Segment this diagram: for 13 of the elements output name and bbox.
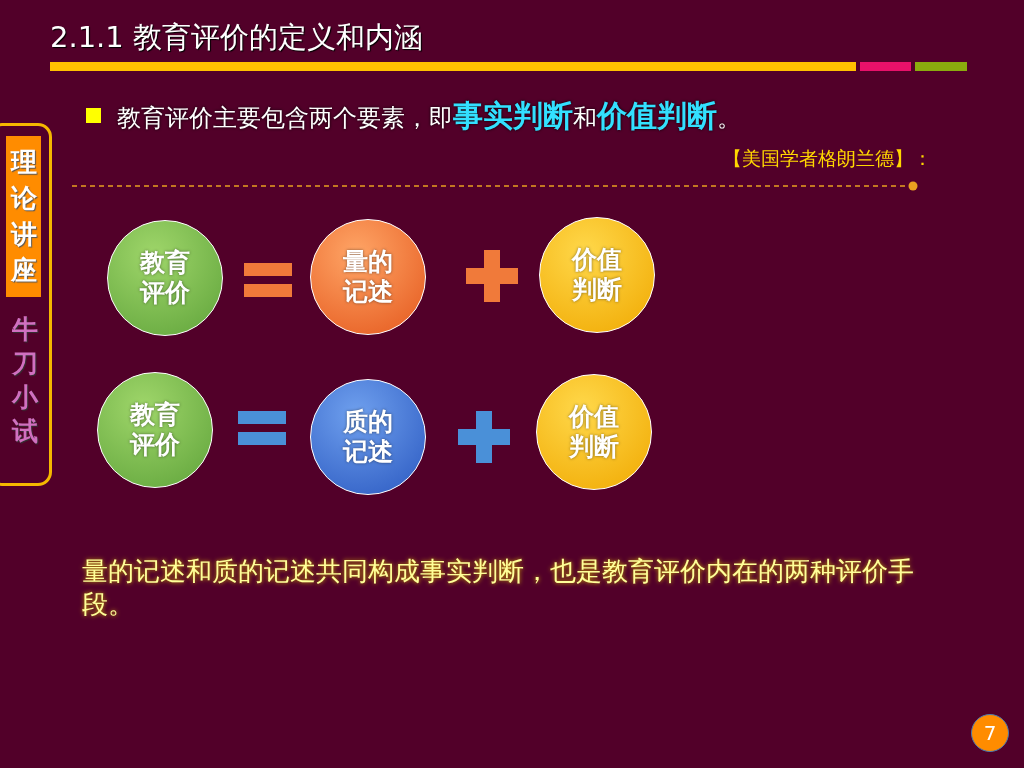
concept-circle: 价值判断: [536, 374, 652, 490]
concept-circle: 教育评价: [107, 220, 223, 336]
source-note: 【美国学者格朗兰德】：: [723, 146, 932, 171]
slide-title: 2.1.1 教育评价的定义和内涵: [50, 19, 423, 56]
concept-circle: 质的记述: [310, 379, 426, 495]
page-number: 7: [971, 714, 1009, 752]
concept-circle: 教育评价: [97, 372, 213, 488]
concept-circle: 量的记述: [310, 219, 426, 335]
summary-text: 量的记述和质的记述共同构成事实判断，也是教育评价内在的两种评价手段。: [82, 555, 915, 621]
sidebar-tab: 理论讲座: [6, 136, 41, 297]
concept-circle: 价值判断: [539, 217, 655, 333]
tab-label: 牛刀小试: [10, 313, 40, 448]
bullet-text: 教育评价主要包含两个要素，即事实判断和价值判断。: [117, 98, 741, 135]
